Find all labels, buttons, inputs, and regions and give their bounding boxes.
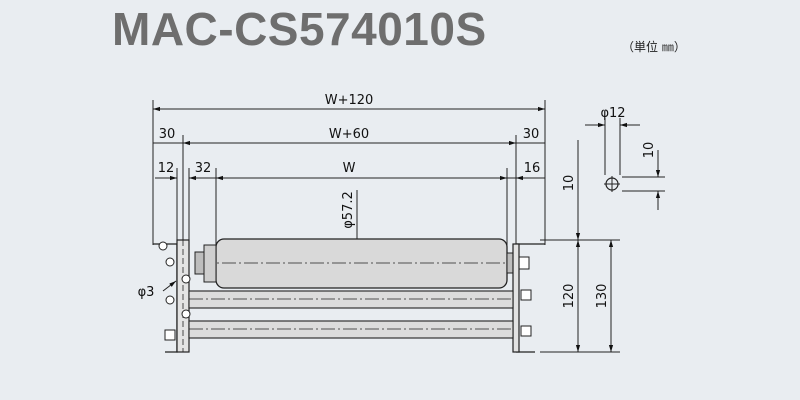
dim-top-clearance: 10 <box>562 175 577 192</box>
dim-frame-width: W+60 <box>329 127 369 142</box>
detail-view <box>585 118 665 210</box>
dim-detail-diameter: φ12 <box>600 106 625 121</box>
dim-left-gap: 12 <box>158 161 175 176</box>
dim-axle-diameter: φ3 <box>138 285 155 300</box>
dim-right-offset: 30 <box>523 127 540 142</box>
dim-overall-width: W+120 <box>325 93 374 108</box>
dim-roller-width: W <box>343 161 356 176</box>
dim-left-offset: 30 <box>159 127 176 142</box>
dim-height-inner: 120 <box>562 284 577 309</box>
dim-left-bracket: 32 <box>195 161 212 176</box>
main-roller <box>215 238 508 289</box>
dim-right-gap: 16 <box>524 161 541 176</box>
dim-height-outer: 130 <box>595 284 610 309</box>
support-bar-lower <box>188 320 514 339</box>
dimension-lines <box>152 100 620 353</box>
support-bar-upper <box>188 290 514 309</box>
bolt-icon <box>158 241 168 251</box>
conveyor-assembly <box>153 238 545 353</box>
dim-roller-diameter: φ57.2 <box>341 191 356 229</box>
model-title: MAC-CS574010S <box>112 3 487 55</box>
dim-detail-height: 10 <box>642 142 657 159</box>
unit-note: （単位 ㎜） <box>622 40 686 54</box>
